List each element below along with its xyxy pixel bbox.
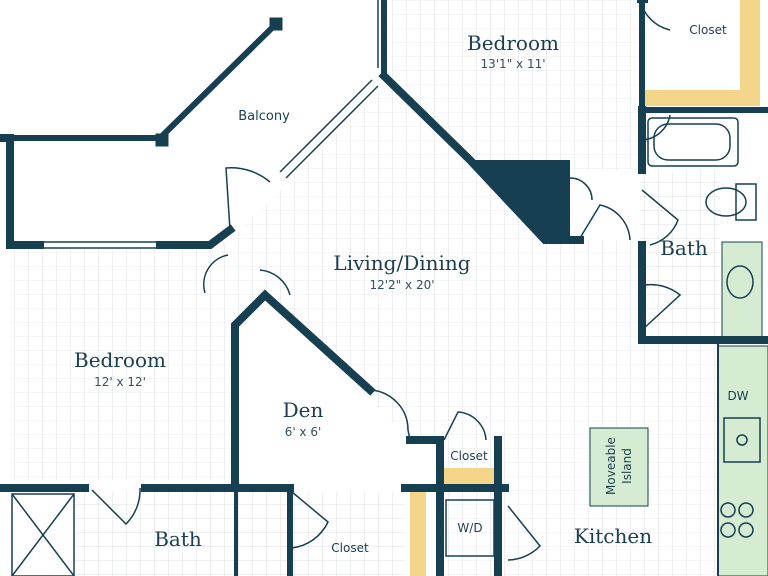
closet-bottom-label: Closet (331, 541, 369, 555)
den-dims: 6' x 6' (285, 425, 322, 439)
bedroom-left-dims: 12' x 12' (94, 375, 146, 389)
den-label: Den (283, 398, 324, 422)
closet-top-label: Closet (689, 23, 727, 37)
linen-label: Linen (534, 182, 567, 196)
room-labels: Bedroom 13'1" x 11' Balcony Closet Linen… (74, 23, 749, 555)
kitchen-counter (589, 241, 768, 576)
balcony-label: Balcony (238, 109, 290, 124)
living-dining-dims: 12'2" x 20' (369, 278, 434, 292)
island-label-2: Island (620, 448, 634, 484)
dw-label: DW (727, 389, 748, 403)
island-label-1: Moveable (604, 437, 618, 495)
wd-label: W/D (457, 521, 482, 535)
doors (91, 0, 682, 561)
floor-texture (10, 0, 720, 576)
bedroom-top-label: Bedroom (467, 31, 559, 55)
windows (44, 0, 379, 249)
bedroom-top-dims: 13'1" x 11' (480, 57, 545, 71)
closet-mid-label: Closet (450, 449, 488, 463)
living-dining-label: Living/Dining (333, 251, 470, 275)
kitchen-label: Kitchen (574, 524, 652, 548)
bath-bottom-label: Bath (154, 527, 202, 551)
bedroom-left-label: Bedroom (74, 348, 166, 372)
bath-right-label: Bath (660, 236, 708, 260)
